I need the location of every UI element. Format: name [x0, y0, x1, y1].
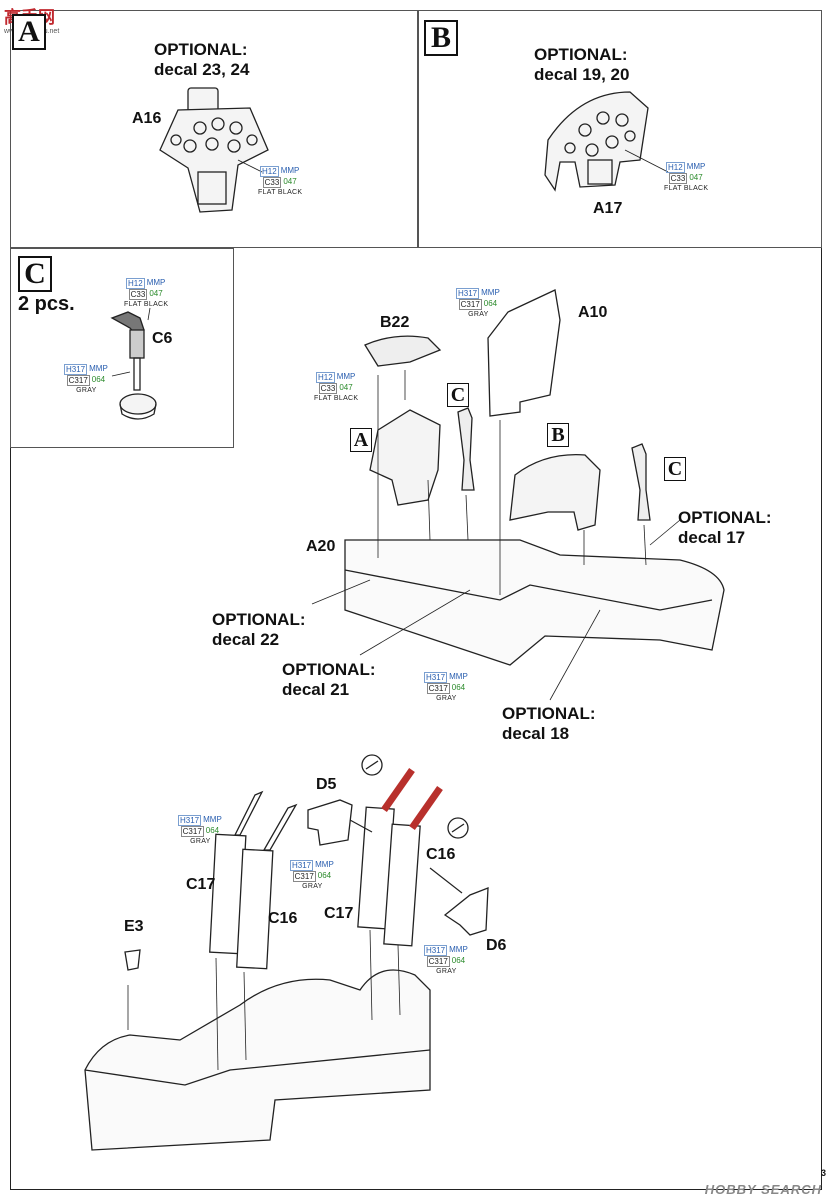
panel-c-qty: 2 pcs. — [18, 293, 75, 315]
part-a10-label: A10 — [578, 304, 608, 321]
assembly1-drawing — [311, 289, 725, 701]
step-a-letter: A — [12, 14, 46, 50]
panel-a-box — [10, 10, 418, 248]
part-e3-label: E3 — [124, 918, 144, 935]
watermark: HOBBY SEARCH — [704, 1182, 822, 1197]
part-a17-label: A17 — [593, 200, 623, 217]
part-d6-label: D6 — [486, 937, 507, 954]
ref-a-letter: A — [350, 428, 372, 452]
panel-a-optional: OPTIONAL:decal 23, 24 — [154, 40, 250, 79]
part-a20-label: A20 — [306, 538, 336, 555]
page-number: 3 — [820, 1168, 826, 1178]
optional-decal-21: OPTIONAL:decal 21 — [282, 660, 376, 699]
panel-c-box — [10, 248, 234, 448]
part-a16-drawing — [159, 87, 269, 213]
part-a17-drawing — [544, 91, 649, 192]
part-c17-left-label: C17 — [186, 876, 216, 893]
optional-decal-18: OPTIONAL:decal 18 — [502, 704, 596, 743]
assembly2-drawing — [84, 754, 489, 1151]
optional-decal-22: OPTIONAL:decal 22 — [212, 610, 306, 649]
ref-c1-letter: C — [447, 383, 469, 407]
part-c6-label: C6 — [152, 330, 173, 347]
optional-decal-17: OPTIONAL:decal 17 — [678, 508, 772, 547]
ref-c2-letter: C — [664, 457, 686, 481]
part-b22-label: B22 — [380, 314, 410, 331]
part-a16-label: A16 — [132, 110, 162, 127]
step-b-letter: B — [424, 20, 458, 56]
step-c-letter: C — [18, 256, 52, 292]
part-d5-label: D5 — [316, 776, 337, 793]
part-c16-right-label: C16 — [426, 846, 456, 863]
panel-b-box — [418, 10, 822, 248]
part-c16-left-label: C16 — [268, 910, 298, 927]
ref-b-letter: B — [547, 423, 569, 447]
part-c6-drawing — [110, 311, 157, 420]
panel-b-optional: OPTIONAL:decal 19, 20 — [534, 45, 630, 84]
part-c17-right-label: C17 — [324, 905, 354, 922]
